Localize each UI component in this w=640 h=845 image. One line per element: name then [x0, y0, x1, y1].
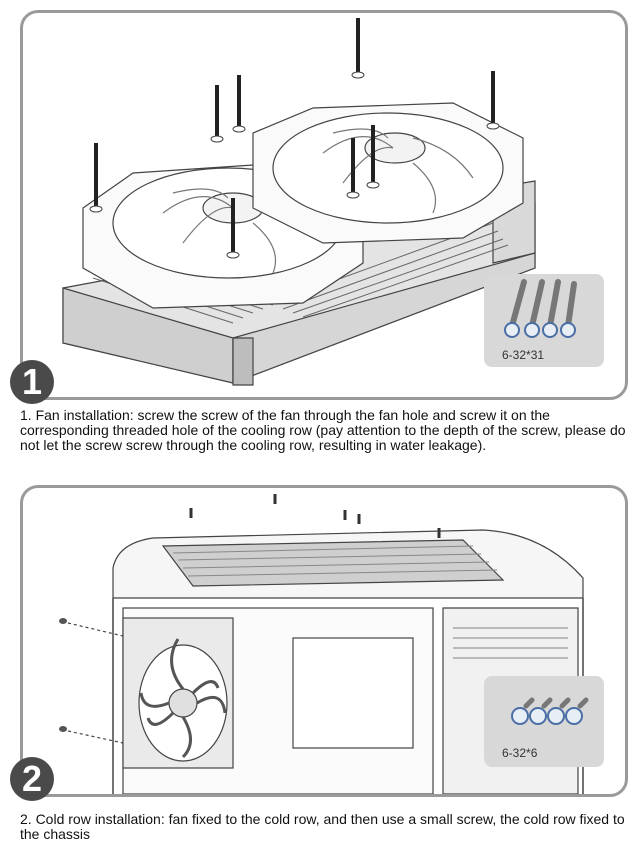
cold-row-installation-caption: 2. Cold row installation: fan fixed to t…: [20, 811, 625, 842]
short-screw-size-label: 6-32*6: [502, 746, 538, 760]
step-number-badge: 1: [10, 360, 54, 404]
chassis-drawing: [59, 494, 584, 794]
radiator-fan-drawing: [62, 18, 536, 386]
long-screw-size-label: 6-32*31: [502, 348, 545, 362]
short-screws-icon: [511, 697, 589, 725]
fan-installation-caption: 1. Fan installation: screw the screw of …: [20, 407, 626, 453]
fan-installation-illustration: [20, 10, 628, 400]
long-screw-inset: 6-32*31: [484, 274, 604, 367]
step-number-badge: 2: [10, 757, 54, 801]
long-screws-icon: [504, 279, 577, 338]
short-screw-inset: 6-32*6: [484, 676, 604, 767]
